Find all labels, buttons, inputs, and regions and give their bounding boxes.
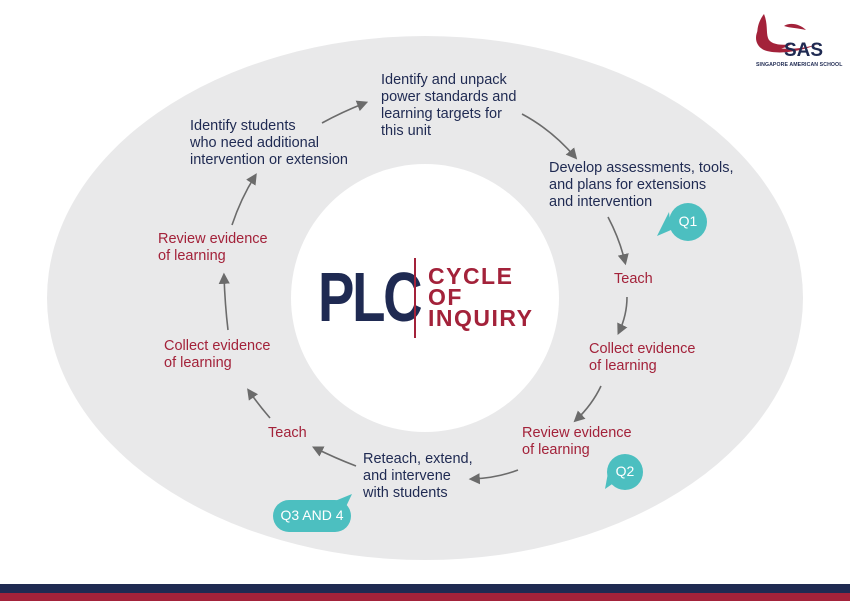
- step-line: of learning: [164, 355, 232, 371]
- center-hole: [291, 164, 559, 432]
- step-develop: Develop assessments, tools, and plans fo…: [549, 160, 734, 211]
- q34-bubble: [273, 494, 352, 532]
- q2-bubble: [605, 454, 643, 490]
- step-line: Develop assessments, tools,: [549, 160, 734, 176]
- arrow-teach-to-collect: [617, 296, 628, 336]
- step-line: of learning: [589, 358, 657, 374]
- step-line: Review evidence: [522, 425, 632, 441]
- step-line: Collect evidence: [164, 338, 271, 354]
- step-line: Identify and unpack: [381, 72, 507, 88]
- arrow-teach-to-collect-left: [247, 388, 271, 419]
- arrow-develop-to-teach: [607, 216, 629, 266]
- step-line: power standards and: [381, 89, 517, 105]
- step-collect-left: Collect evidence of learning: [164, 338, 270, 372]
- arrow-review-to-reteach: [468, 469, 519, 485]
- step-line: who need additional: [190, 135, 319, 151]
- q1-bubble: [657, 203, 707, 241]
- step-line: this unit: [381, 123, 431, 139]
- title-divider: [414, 258, 416, 338]
- step-reteach: Reteach, extend, and intervene with stud…: [363, 451, 473, 502]
- step-line: with students: [363, 485, 448, 501]
- bottom-stripe-navy: [0, 584, 850, 593]
- step-line: Identify students: [190, 118, 296, 134]
- q2-label: Q2: [615, 463, 635, 479]
- step-teach-right: Teach: [614, 271, 653, 287]
- step-teach-left: Teach: [268, 425, 307, 441]
- title-cycle: CYCLE: [428, 263, 514, 289]
- step-line: and intervention: [549, 194, 653, 210]
- step-identify-unpack: Identify and unpack power standards and …: [381, 72, 516, 140]
- q1-label: Q1: [678, 213, 698, 229]
- arrow-collect-to-review-left: [218, 272, 230, 331]
- step-review-left: Review evidence of learning: [158, 231, 268, 265]
- arrow-reteach-to-teach: [311, 446, 357, 467]
- step-review-right: Review evidence of learning: [522, 425, 632, 459]
- step-line: Reteach, extend,: [363, 451, 473, 467]
- step-line: Review evidence: [158, 231, 268, 247]
- sas-logo-swoosh: [756, 14, 818, 53]
- bottom-stripe-red: [0, 593, 850, 601]
- step-line: and intervene: [363, 468, 451, 484]
- logo-name: SAS: [784, 40, 824, 61]
- title-of: OF: [428, 284, 463, 310]
- arrow-identify-to-unpack: [321, 100, 369, 124]
- step-line: and plans for extensions: [549, 177, 707, 193]
- q34-label: Q3 AND 4: [280, 507, 344, 523]
- arrow-collect-to-review: [573, 385, 602, 423]
- step-line: of learning: [158, 248, 226, 264]
- cycle-arrows: [218, 100, 629, 485]
- title-inquiry: INQUIRY: [428, 305, 534, 331]
- step-collect-right: Collect evidence of learning: [589, 341, 695, 375]
- plc-acronym: PLC: [318, 258, 423, 336]
- step-line: of learning: [522, 442, 590, 458]
- step-line: intervention or extension: [190, 152, 348, 168]
- step-line: learning targets for: [381, 106, 502, 122]
- logo-subtitle: SINGAPORE AMERICAN SCHOOL: [756, 62, 843, 68]
- arrow-unpack-to-develop: [521, 113, 578, 160]
- step-identify-students: Identify students who need additional in…: [190, 118, 348, 169]
- step-line: Collect evidence: [589, 341, 696, 357]
- arrow-review-to-identify: [231, 173, 257, 226]
